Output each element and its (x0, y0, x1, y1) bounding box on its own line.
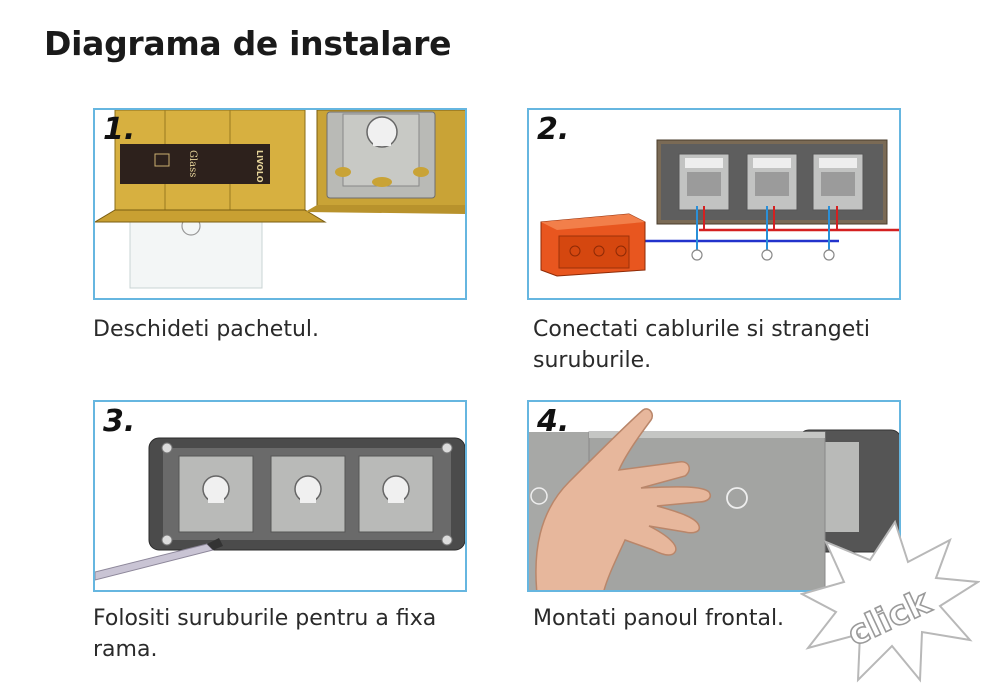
screw-icon (441, 442, 453, 454)
step-2-illustration: 2. (527, 108, 901, 300)
product-name-text: Glass (187, 150, 198, 177)
step-2-number: 2. (537, 112, 570, 147)
switch-module-3 (812, 153, 864, 211)
product-band (120, 144, 270, 184)
hand (535, 408, 711, 590)
step-3-caption: Folositi suruburile pentru a fixa rama. (93, 606, 437, 662)
screw-icon (161, 534, 173, 546)
front-panel-drawing (529, 408, 899, 590)
screwdriver (95, 538, 223, 581)
junction-box (540, 213, 646, 277)
switch-module-1 (678, 153, 730, 211)
bulb-icon (823, 249, 835, 261)
switch-module-2 (746, 153, 798, 211)
open-package-drawing: Glass LIVOLO (95, 110, 465, 289)
step-4-caption: Montati panoul frontal. (533, 606, 785, 631)
click-burst-badge: click (800, 520, 980, 683)
step-1-illustration: 1. Glass LIVOLO (93, 108, 467, 300)
module-center (270, 455, 346, 533)
screw-icon (161, 442, 173, 454)
frame-mounting-drawing (95, 437, 465, 581)
step-1-number: 1. (103, 112, 136, 147)
screw-icon (441, 534, 453, 546)
module-right (358, 455, 434, 533)
step-4-number: 4. (537, 404, 570, 439)
touch-button-icon (726, 487, 748, 509)
step-2-caption: Conectati cablurile si strangeti surubur… (533, 317, 870, 373)
glass-panel (129, 217, 263, 289)
wiring-drawing (540, 139, 899, 277)
module-left (178, 455, 254, 533)
step-1-caption: Deschideti pachetul. (93, 317, 320, 342)
bulb-icon (691, 249, 703, 261)
brand-text: LIVOLO (255, 150, 264, 183)
box-flap (95, 209, 327, 223)
step-3-illustration: 3. (93, 400, 467, 592)
step-3-number: 3. (103, 404, 136, 439)
bulb-icon (761, 249, 773, 261)
page-title: Diagrama de instalare (44, 24, 452, 63)
